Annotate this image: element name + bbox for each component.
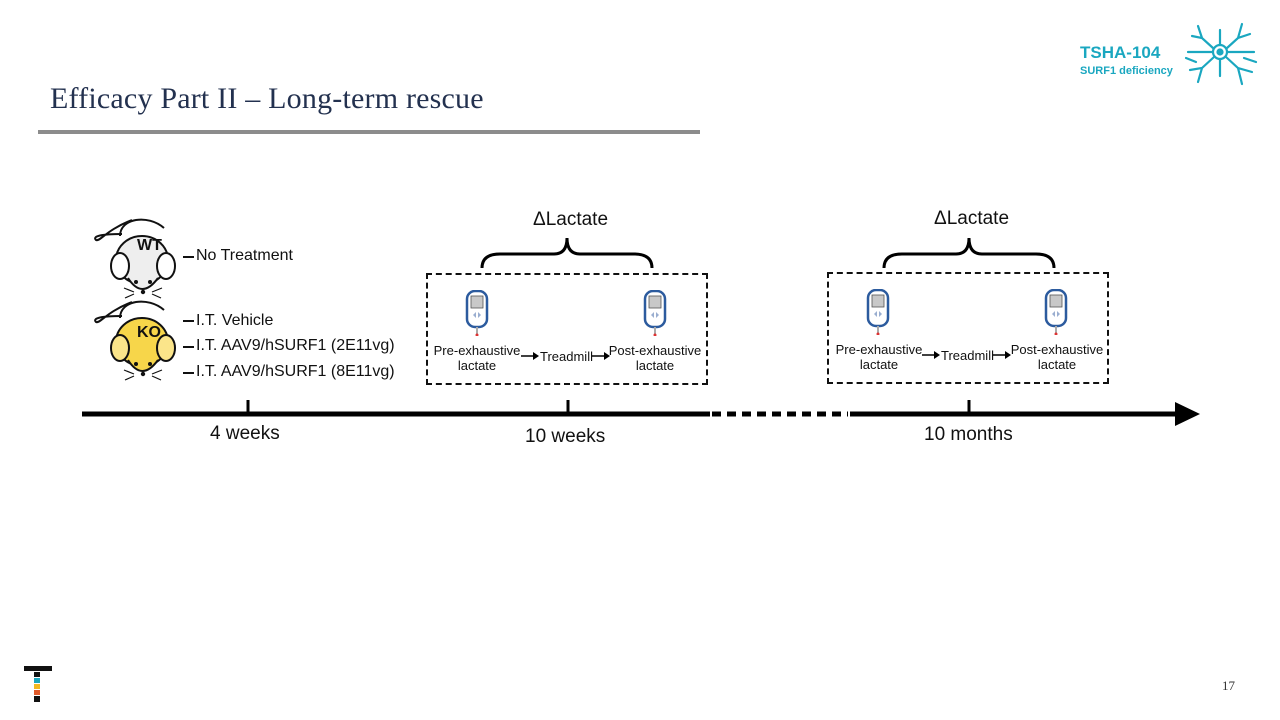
brand-subtitle: SURF1 deficiency (1080, 65, 1173, 77)
glucometer-icon (866, 289, 890, 335)
wt-mouse-icon (94, 218, 176, 299)
measurement-box-2 (827, 272, 1109, 384)
delta-lactate-label-2: ΔLactate (934, 208, 1010, 229)
treadmill-label-2: Treadmill (941, 348, 994, 363)
brace-2 (882, 237, 1056, 269)
treatment-no-treatment: No Treatment (196, 247, 293, 264)
glucometer-icon (643, 290, 667, 336)
glucometer-icon (465, 290, 489, 336)
arrow-right-icon (592, 352, 610, 360)
timepoint-10-months: 10 months (924, 424, 1013, 445)
wt-label: WT (137, 237, 162, 254)
ko-label: KO (137, 324, 161, 341)
leader-line (183, 346, 194, 348)
treatment-vehicle: I.T. Vehicle (196, 312, 274, 329)
leader-line (183, 256, 194, 258)
company-logo-icon (24, 666, 52, 702)
timeline-axis (82, 400, 1200, 426)
arrow-right-icon (922, 351, 940, 359)
brand-title: TSHA-104 (1080, 43, 1161, 62)
treatment-low-dose: I.T. AAV9/hSURF1 (2E11vg) (196, 337, 395, 354)
timepoint-4-weeks: 4 weeks (210, 423, 280, 444)
page-title: Efficacy Part II – Long-term rescue (50, 82, 484, 115)
leader-line (183, 320, 194, 322)
brace-1 (480, 237, 654, 269)
treadmill-label-1: Treadmill (540, 349, 593, 364)
glucometer-icon (1044, 289, 1068, 335)
measurement-box-1 (426, 273, 708, 385)
ko-mouse-icon (94, 300, 176, 381)
timepoint-10-weeks: 10 weeks (525, 426, 606, 447)
delta-lactate-label-1: ΔLactate (533, 209, 609, 230)
title-underline (38, 130, 700, 134)
arrow-right-icon (521, 352, 539, 360)
treatment-high-dose: I.T. AAV9/hSURF1 (8E11vg) (196, 363, 395, 380)
leader-line (183, 372, 194, 374)
arrow-right-icon (993, 351, 1011, 359)
neuron-icon (1184, 22, 1258, 86)
page-number: 17 (1222, 678, 1235, 693)
